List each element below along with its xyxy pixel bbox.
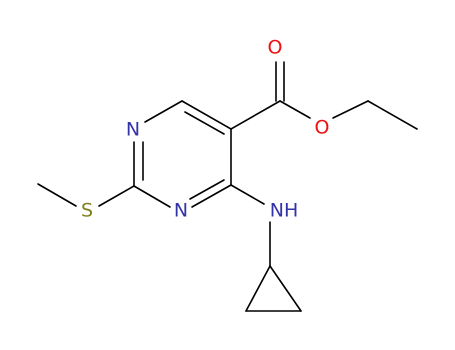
atom-label-o-carbonyl: O [268,37,283,59]
bond-cp1-cp2 [245,265,271,312]
bond-c6-c5-double [184,111,225,135]
bond-oester-ch2 [332,100,369,119]
atom-label-n3: N [174,200,188,222]
atom-label-n1: N [126,119,140,141]
bond-n1-c6 [144,100,183,123]
bond-c5-ccarbonyl [230,100,281,130]
bond-ch2-ch3 [367,100,418,130]
bond-cp3-cp1 [269,265,302,312]
bond-c6-c5-single [181,100,232,130]
bond-ccarbonyl-oester [279,100,311,119]
atom-label-o-ester: O [315,117,330,139]
atom-labels: N N S O O NH [81,37,330,222]
atom-label-nh: NH [270,200,299,222]
atom-label-s: S [81,200,93,222]
bond-s-ch3 [37,183,77,207]
bond-n3-c2 [133,185,171,208]
bond-c4-n3-double [189,179,225,200]
bond-c4-n3-single [191,184,232,208]
bonds [37,61,418,312]
bond-c2-s [98,185,135,207]
bond-c4-nh [230,184,265,205]
